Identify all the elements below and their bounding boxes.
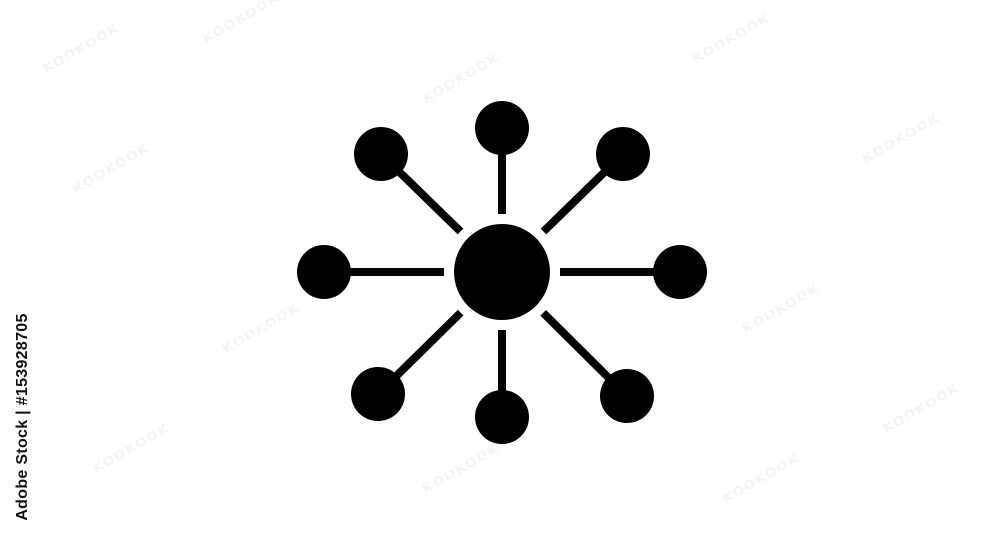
satellite-node	[596, 127, 650, 181]
satellite-node	[600, 369, 654, 423]
central-node	[454, 224, 550, 320]
satellite-node	[351, 367, 405, 421]
satellite-node	[475, 390, 529, 444]
spoke-line	[540, 167, 610, 235]
spoke-line	[540, 309, 614, 383]
satellite-node	[297, 245, 351, 299]
satellite-node	[475, 101, 529, 155]
spoke-line	[394, 167, 464, 235]
satellite-node	[653, 245, 707, 299]
satellite-node	[354, 127, 408, 181]
spoke-line	[391, 309, 464, 381]
hub-graphic	[297, 101, 707, 444]
